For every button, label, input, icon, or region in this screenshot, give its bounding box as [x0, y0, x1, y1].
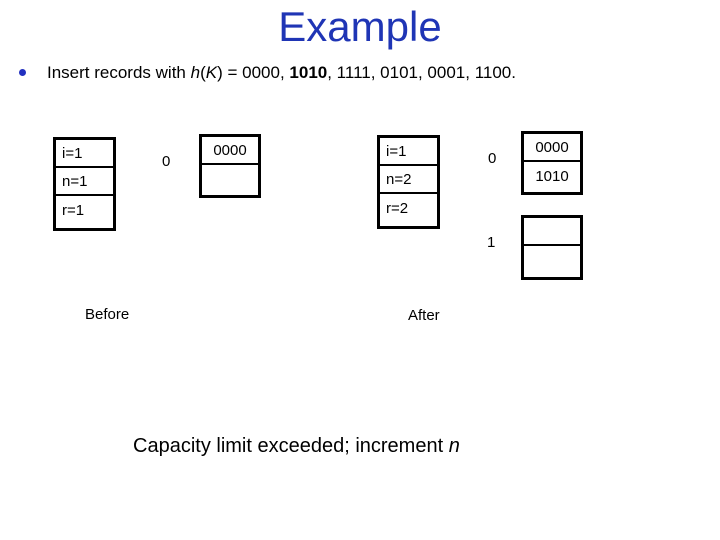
- paren-open: (: [200, 63, 206, 82]
- after-state-n: n=2: [380, 166, 437, 194]
- before-state-r: r=1: [62, 201, 85, 219]
- hash-function-symbol: h: [190, 63, 201, 82]
- after-bucket0-cell1: 1010: [535, 167, 569, 185]
- before-bucket0-cell1: [202, 165, 258, 193]
- caption: Capacity limit exceeded; increment n: [133, 435, 460, 458]
- slide-title: Example: [278, 3, 442, 50]
- before-state-i: i=1: [56, 140, 113, 168]
- paren-close: ): [217, 63, 223, 82]
- caption-variable-n: n: [448, 435, 460, 457]
- before-state-box: i=1 n=1 r=1: [53, 137, 116, 231]
- before-label: Before: [85, 306, 130, 323]
- before-bucket0-cell0: 0000: [202, 137, 258, 165]
- before-bucket0-index: 0: [162, 153, 171, 170]
- after-bucket1-cell1: [524, 246, 580, 274]
- key-symbol: K: [205, 63, 218, 82]
- after-state-r: r=2: [386, 199, 409, 217]
- bullet-line: Insert records with h(K) = 0000, 1010, 1…: [19, 62, 516, 83]
- after-bucket1-index: 1: [487, 234, 496, 251]
- bullet-text: Insert records with h(K) = 0000, 1010, 1…: [47, 62, 516, 83]
- before-state-n: n=1: [56, 168, 113, 196]
- bullet-dot-icon: [19, 69, 26, 76]
- bullet-text-before: Insert records with: [47, 63, 191, 82]
- after-bucket1: [521, 215, 583, 280]
- caption-text: Capacity limit exceeded; increment: [133, 435, 449, 457]
- bold-key-value: 1010: [289, 63, 328, 82]
- after-state-box: i=1 n=2 r=2: [377, 135, 440, 229]
- bullet-text-after: , 1111, 0101, 0001, 1100.: [327, 63, 516, 82]
- after-bucket1-cell0: [524, 218, 580, 246]
- after-label: After: [408, 307, 440, 324]
- after-bucket0: 0000 1010: [521, 131, 583, 195]
- after-state-i: i=1: [380, 138, 437, 166]
- equals-part: = 0000,: [222, 63, 290, 82]
- after-bucket0-index: 0: [488, 150, 497, 167]
- before-bucket0: 0000: [199, 134, 261, 198]
- after-bucket0-cell0: 0000: [524, 134, 580, 162]
